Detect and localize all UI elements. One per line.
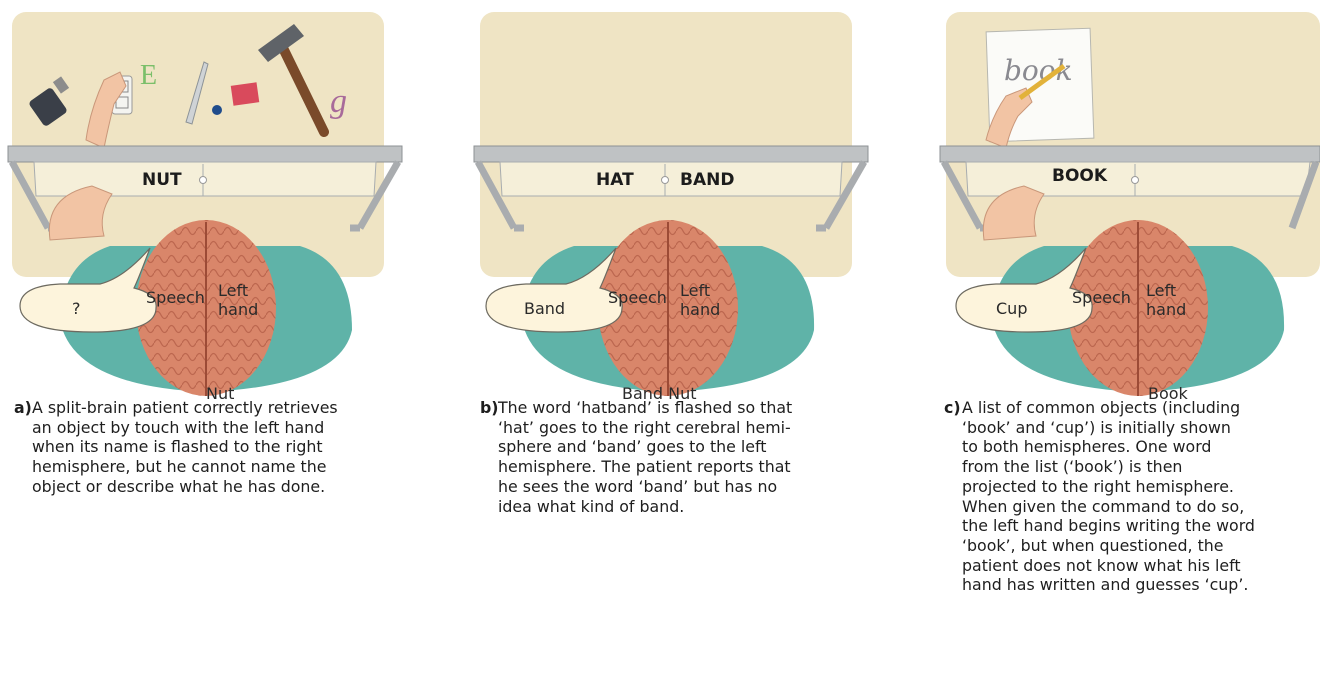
- speech-label: Speech: [146, 288, 205, 307]
- marble-icon: [212, 105, 222, 115]
- card-icon: [231, 82, 260, 105]
- bubble-text: ?: [72, 299, 81, 318]
- caption-letter: b): [480, 398, 499, 418]
- screen-face: [500, 162, 842, 196]
- panel-b: HAT BAND Band Speech Left hand Band Nut …: [466, 0, 886, 676]
- caption-b: b) The word ‘hatband’ is flashed so that…: [480, 398, 880, 516]
- panel-a: E g NUT ? Speech Left hand Nut a): [0, 0, 420, 676]
- panel-b-illustration: [466, 0, 886, 676]
- screen-frame: [940, 146, 1320, 162]
- bubble-text: Band: [524, 299, 565, 318]
- caption-a: a) A split-brain patient correctly retri…: [14, 398, 414, 497]
- screen-frame: [8, 146, 402, 162]
- panel-a-illustration: E g: [0, 0, 420, 676]
- speech-label: Speech: [1072, 288, 1131, 307]
- panel-c: book BOOK Cup Speech Left hand Book c) A…: [900, 0, 1320, 676]
- left-hand-label: Left hand: [680, 281, 720, 319]
- left-hand-label: Left hand: [218, 281, 258, 319]
- screen-word-left: NUT: [142, 170, 182, 190]
- left-hand-label: Left hand: [1146, 281, 1186, 319]
- screen-word-right: BAND: [680, 170, 734, 190]
- screen-word-left: BOOK: [1052, 166, 1107, 186]
- caption-text: A split-brain patient correctly retrieve…: [14, 398, 414, 497]
- bubble-text: Cup: [996, 299, 1027, 318]
- speech-label: Speech: [608, 288, 667, 307]
- letter-e-icon: E: [140, 60, 157, 91]
- screen-frame: [474, 146, 868, 162]
- caption-text: A list of common objects (including ‘boo…: [944, 398, 1320, 595]
- caption-letter: a): [14, 398, 32, 418]
- screen-word-left: HAT: [596, 170, 634, 190]
- caption-text: The word ‘hatband’ is flashed so that ‘h…: [480, 398, 880, 516]
- letter-g-icon: g: [330, 83, 347, 120]
- caption-letter: c): [944, 398, 961, 418]
- caption-c: c) A list of common objects (including ‘…: [944, 398, 1320, 595]
